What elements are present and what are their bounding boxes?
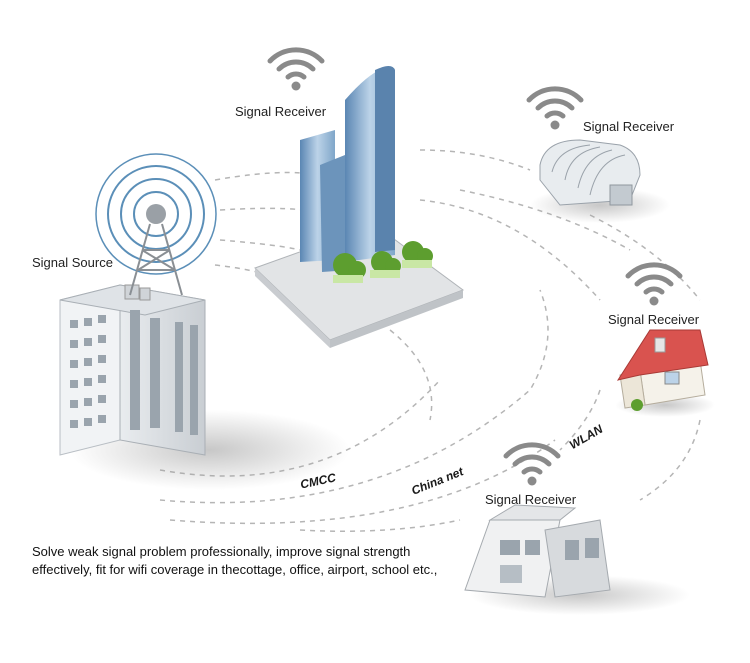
signal-receiver-label-bottom: Signal Receiver <box>485 492 577 507</box>
signal-source-label: Signal Source <box>32 255 113 270</box>
description-text: Solve weak signal problem professionally… <box>32 544 438 577</box>
greenhouse-icon <box>530 139 670 223</box>
wifi-icon <box>529 89 581 130</box>
signal-receiver-label-top: Signal Receiver <box>235 104 327 119</box>
house-icon <box>615 329 715 417</box>
villa-icon <box>464 504 690 615</box>
signal-tower-icon <box>95 153 217 296</box>
wifi-icon <box>628 265 680 306</box>
skyscraper-icon <box>254 66 465 348</box>
signal-receiver-label-right-lower: Signal Receiver <box>608 312 700 327</box>
wifi-icon <box>270 50 322 91</box>
signal-receiver-label-right-upper: Signal Receiver <box>583 119 675 134</box>
signal-source-building <box>59 284 350 490</box>
wifi-icon <box>506 445 558 486</box>
